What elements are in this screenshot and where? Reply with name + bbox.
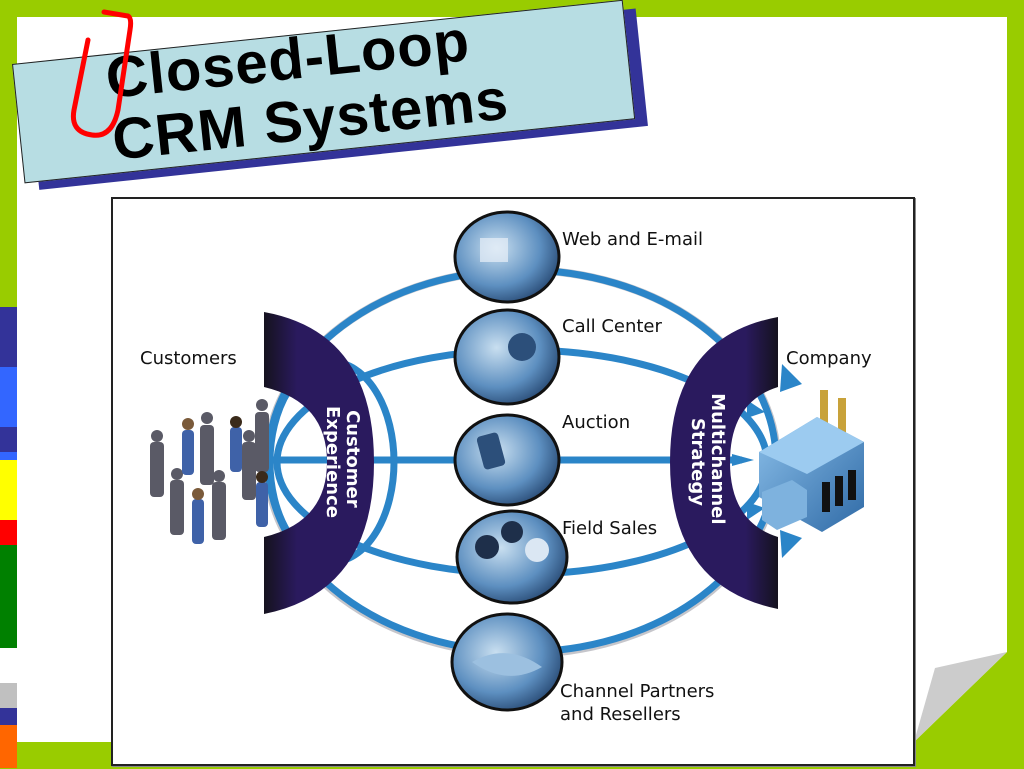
strip-segment [0, 460, 17, 520]
strip-segment [0, 545, 17, 648]
channel-call-center: Call Center [453, 308, 663, 406]
channel-partners-resellers: Channel Partners and Resellers [450, 612, 714, 725]
sales-team-photo-icon [455, 509, 569, 605]
call-center-photo-detail [508, 333, 536, 361]
channel-web-email: Web and E-mail [453, 210, 703, 304]
strip-segment [0, 708, 17, 725]
strip-segment [0, 725, 17, 768]
arrowheads [732, 364, 802, 558]
strip-segment [0, 683, 17, 708]
handshake-photo-detail [472, 653, 542, 676]
strip-segment [0, 520, 17, 545]
channel-auction: Auction [453, 412, 630, 507]
sales-team-photo-detail [525, 538, 549, 562]
band-line-2: Strategy [687, 418, 708, 506]
arrow-icon [732, 454, 754, 466]
band-line-1: Customer [342, 410, 363, 508]
multichannel-strategy-label: Multichannel Strategy [687, 393, 728, 531]
customers-label: Customers [140, 348, 237, 369]
arrow-icon [780, 364, 802, 392]
arrow-icon [747, 502, 765, 520]
strip-segment [0, 367, 17, 427]
call-center-photo-icon [453, 308, 561, 406]
paperclip-icon [70, 9, 134, 138]
arrow-icon [747, 400, 765, 418]
arrow-icon [780, 530, 802, 558]
company-label: Company [786, 348, 872, 369]
gavel-photo-detail [476, 432, 506, 470]
gavel-photo-icon [453, 413, 561, 507]
band-line-2: Experience [322, 406, 343, 518]
channel-label: Auction [562, 412, 630, 433]
channel-label: Call Center [562, 316, 663, 337]
band-line-1: Multichannel [707, 393, 728, 524]
web-page-photo-detail [480, 238, 508, 262]
sales-team-photo-detail [501, 521, 523, 543]
crm-diagram: Customer Experience Multichannel Strateg… [111, 197, 915, 766]
people-group-icon [150, 399, 269, 544]
strip-segment [0, 427, 17, 452]
sales-team-photo-detail [475, 535, 499, 559]
strip-segment [0, 307, 17, 367]
factory-icon [759, 390, 864, 532]
strip-segment [0, 452, 17, 460]
strip-segment [0, 648, 17, 683]
crm-diagram-svg: Customer Experience Multichannel Strateg… [140, 210, 872, 725]
channel-label: Field Sales [562, 518, 657, 539]
channel-label: Channel Partners [560, 681, 714, 702]
multichannel-strategy-band [670, 317, 778, 609]
channel-field-sales: Field Sales [455, 509, 657, 605]
channel-label-line-2: and Resellers [560, 704, 681, 725]
channel-label: Web and E-mail [562, 229, 703, 250]
customer-experience-label: Customer Experience [322, 406, 363, 518]
customer-experience-band [264, 312, 374, 614]
